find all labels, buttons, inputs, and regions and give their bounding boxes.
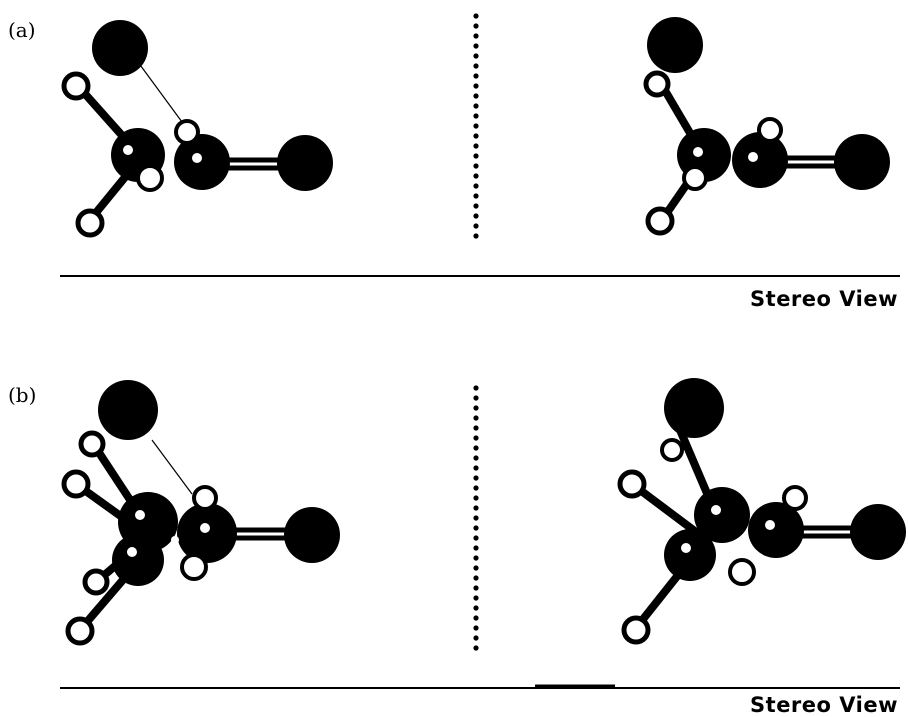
carbon-atom [112,534,164,586]
panel-a-left-molecule [61,20,333,238]
hydrogen-atom [65,616,95,646]
highlight [748,152,758,162]
oxygen-atom [834,134,890,190]
highlight [200,523,210,533]
hydrogen-atom [78,430,106,458]
hydrogen-atom [617,469,647,499]
panel-b-label: (b) [8,383,37,407]
hydrogen-atom [682,165,708,191]
hydrogen-atom [136,164,164,192]
highlight [135,510,145,520]
highlight [171,536,179,544]
hydrogen-atom [621,615,651,645]
oxygen-atom [664,378,724,438]
hydrogen-atom [61,469,91,499]
hydrogen-atom [728,558,756,586]
hydrogen-atom [174,119,200,145]
panel-b-left-molecule [61,380,340,646]
carbon-atom [177,503,237,563]
panel-b-divider [473,385,479,651]
oxygen-atom [284,507,340,563]
highlight [192,153,202,163]
hydrogen-atom [643,70,671,98]
hydrogen-atom [660,438,684,462]
oxygen-atom [98,380,158,440]
highlight [127,547,137,557]
panel-a-right-molecule [643,17,890,236]
carbon-atom [664,529,716,581]
highlight [693,147,703,157]
hydrogen-atom [82,568,110,596]
carbon-atom [732,132,788,188]
carbon-atom [748,502,804,558]
panel-b-caption: Stereo View [750,693,898,717]
hydrogen-atom [61,71,91,101]
highlight [123,145,133,155]
panel-b-right-molecule [617,378,906,645]
hydrogen-bond-line [151,439,193,495]
hydrogen-atom [757,117,783,143]
carbon-atom [694,487,750,543]
hydrogen-atom [192,485,218,511]
highlight [711,505,721,515]
panel-a-caption: Stereo View [750,287,898,311]
highlight [681,543,691,553]
hydrogen-bond-line [134,57,183,123]
panel-a-label: (a) [8,18,36,42]
oxygen-atom [850,504,906,560]
oxygen-atom [92,20,148,76]
panel-a-divider [473,13,479,239]
highlight [765,520,775,530]
hydrogen-atom [645,206,675,236]
hydrogen-atom [180,553,208,581]
hydrogen-atom [782,485,808,511]
hydrogen-atom [75,208,105,238]
carbon-atom [174,134,230,190]
oxygen-atom [647,17,703,73]
oxygen-atom [277,135,333,191]
